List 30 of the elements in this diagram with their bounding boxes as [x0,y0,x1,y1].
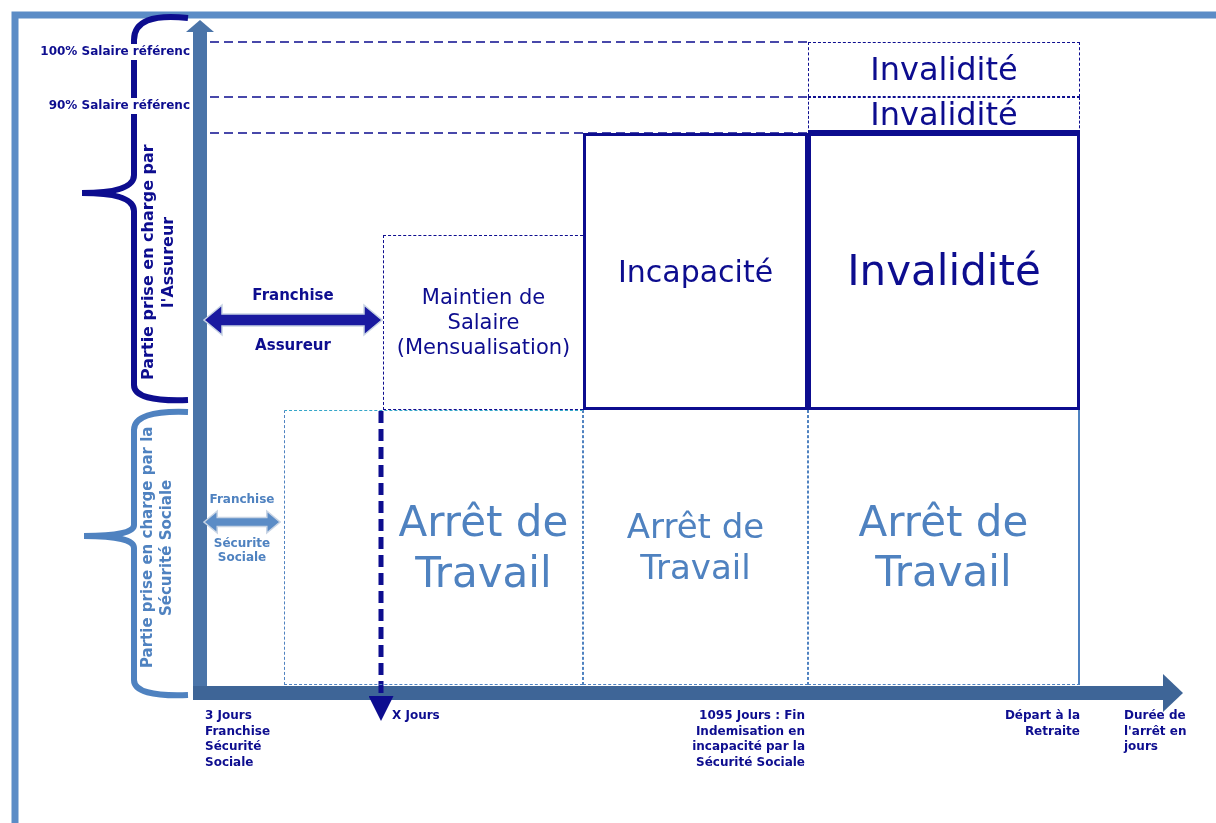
region-box [284,410,583,685]
box-label: Arrêt de Travail [857,496,1030,598]
axis-tick-label: 3 Jours Franchise Sécurité Sociale [205,708,272,771]
box-label: Maintien de Salaire (Mensualisation) [395,284,572,361]
region-box [808,133,1080,410]
region-box [383,235,583,410]
arrow-label: Franchise [208,492,276,507]
arrow-label: Assureur [254,336,332,354]
box-label: Incapacité [616,253,775,290]
axis-label: 100% Salaire référenc [40,44,190,60]
region-box [808,42,1080,97]
box-label: Invalidité [869,94,1019,134]
axis-tick-label: Départ à la Retraite [1003,708,1080,740]
arrow-label: Sécurite Sociale [212,536,272,565]
region-box [808,97,1080,133]
region-box [808,410,1080,685]
arrow [368,411,394,721]
box-label: Arrêt de Travail [625,506,766,588]
axis-title: Durée de l'arrêt en jours [1124,708,1188,755]
region-box [583,410,808,685]
axis-tick-label: 1095 Jours : Fin Indemisation en incapacité par la Sécurité Sociale [691,708,805,771]
axis-tick-label: X Jours [392,708,441,724]
axis-label: 90% Salaire référenc [48,98,190,114]
brace-label: Partie prise en charge par la Sécurité Sociale [138,425,176,671]
arrow-label: Franchise [251,286,335,304]
region-box [583,133,808,410]
box-label: Arrêt de Travail [397,497,570,598]
box-label: Invalidité [869,50,1019,89]
brace-label: Partie prise en charge par l'Assureur [138,143,178,383]
box-label: Invalidité [846,246,1042,297]
